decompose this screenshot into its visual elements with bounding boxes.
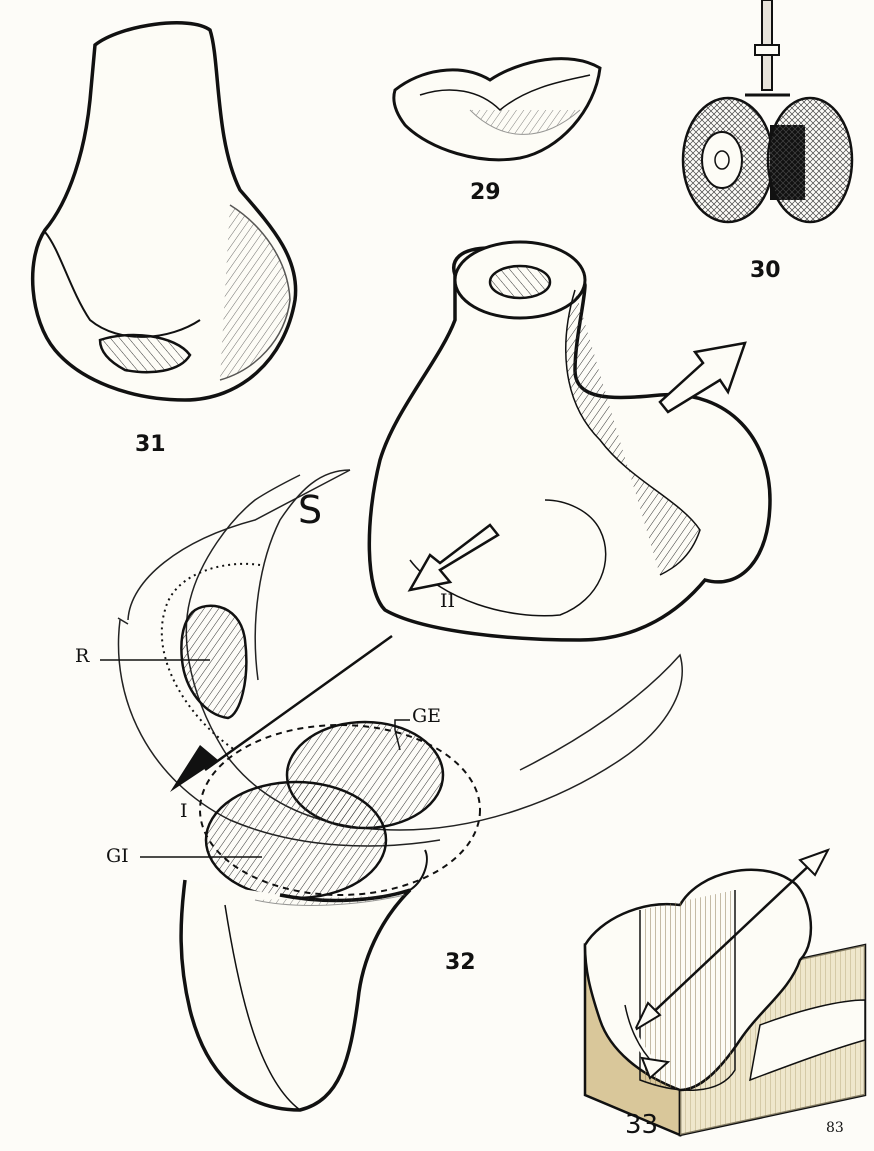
figure-number-30: 30 [750, 258, 781, 283]
label-II: II [440, 590, 455, 612]
figure-number-29: 29 [470, 180, 501, 205]
page-number: 83 [826, 1120, 844, 1136]
label-R: R [75, 645, 89, 667]
label-S: S [298, 488, 322, 532]
label-I: I [180, 800, 188, 822]
figure-29-meniscus [394, 59, 600, 160]
figure-31-condyle [33, 23, 296, 400]
figure-number-32: 32 [445, 950, 476, 975]
label-GI: GI [106, 845, 129, 867]
figure-number-31: 31 [135, 432, 166, 457]
figure-number-33: 33 [625, 1110, 658, 1140]
figure-30-wheel-model [683, 0, 852, 222]
label-GE: GE [412, 705, 441, 727]
figure-33-block-model [585, 850, 865, 1135]
